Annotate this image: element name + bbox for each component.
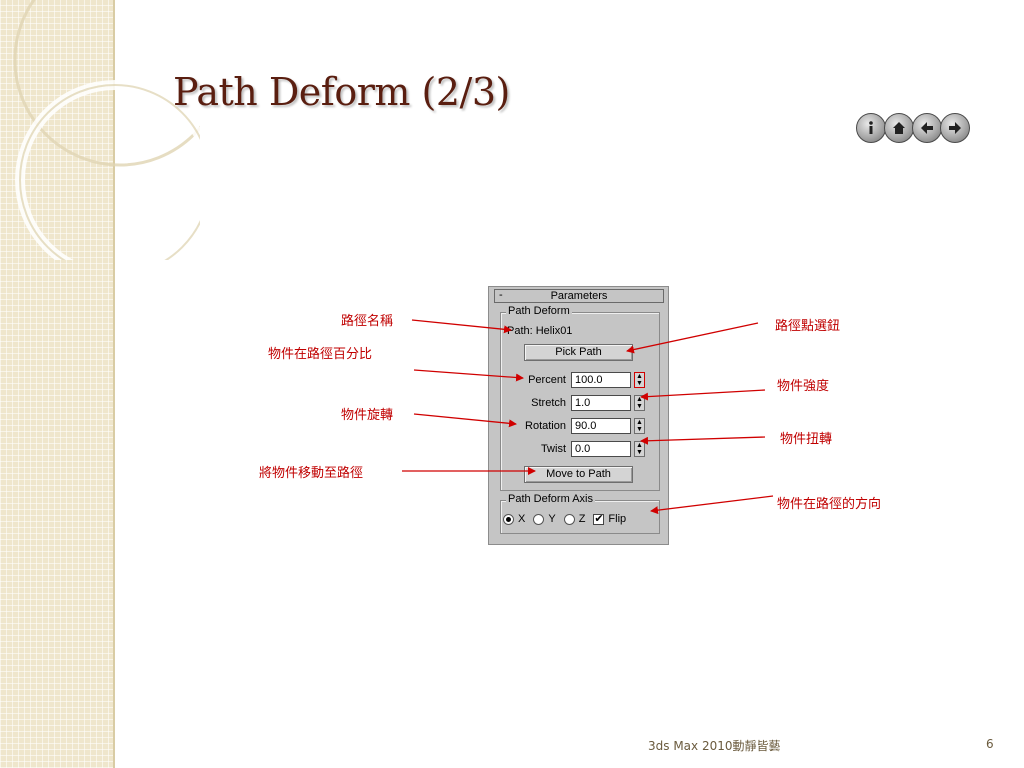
stretch-spinner-row: Stretch 1.0 ▲▼ [489, 395, 670, 413]
arrow-strength [640, 389, 766, 401]
percent-label: Percent [528, 374, 566, 386]
annotation-pick-button: 路徑點選鈕 [775, 319, 841, 334]
arrow-path-name [411, 319, 512, 334]
flip-checkbox[interactable]: ✔ [593, 512, 605, 525]
axis-y-option[interactable]: Y [533, 513, 556, 525]
path-deform-axis-legend: Path Deform Axis [506, 493, 595, 505]
next-button[interactable] [940, 113, 970, 143]
stretch-label: Stretch [531, 397, 566, 409]
slide-footer: 3ds Max 2010動靜皆藝 [648, 739, 781, 753]
slide-nav-buttons [856, 113, 970, 143]
arrow-flip [650, 495, 774, 515]
rotation-spinner-row: Rotation 90.0 ▲▼ [489, 418, 670, 436]
path-deform-group: Path Deform [500, 305, 660, 491]
annotation-path-name: 路徑名稱 [341, 314, 394, 329]
flip-option[interactable]: ✔ Flip [593, 513, 626, 525]
rollout-collapse-icon: - [499, 289, 503, 301]
annotation-move-to-path: 將物件移動至路徑 [259, 466, 364, 481]
annotation-rotation: 物件旋轉 [341, 408, 394, 423]
stretch-input[interactable]: 1.0 [571, 395, 631, 411]
axis-y-radio[interactable] [533, 513, 545, 525]
axis-z-option[interactable]: Z [563, 513, 586, 525]
annotation-twist: 物件扭轉 [780, 432, 833, 447]
twist-input[interactable]: 0.0 [571, 441, 631, 457]
axis-options-row: X Y Z ✔ Flip [503, 513, 634, 525]
previous-button[interactable] [912, 113, 942, 143]
home-button[interactable] [884, 113, 914, 143]
parameters-rollout-header[interactable]: - Parameters [494, 289, 664, 303]
side-decoration-strip [0, 0, 113, 768]
rotation-spinner[interactable]: ▲▼ [634, 418, 645, 434]
arrow-rotation [413, 413, 517, 428]
move-to-path-button[interactable]: Move to Path [524, 466, 633, 483]
home-icon [893, 122, 905, 134]
rotation-input[interactable]: 90.0 [571, 418, 631, 434]
axis-x-radio[interactable] [503, 513, 514, 525]
path-name-label: Path: Helix01 [507, 325, 573, 337]
twist-spinner[interactable]: ▲▼ [634, 441, 645, 457]
annotation-percent-along-path: 物件在路徑百分比 [268, 347, 373, 362]
rotation-label: Rotation [525, 420, 566, 432]
axis-x-option[interactable]: X [503, 513, 525, 525]
twist-spinner-row: Twist 0.0 ▲▼ [489, 441, 670, 459]
twist-label: Twist [540, 443, 566, 455]
stretch-spinner[interactable]: ▲▼ [634, 395, 645, 411]
axis-z-label: Z [578, 513, 586, 525]
axis-y-label: Y [548, 513, 556, 525]
decorative-circles [13, 0, 200, 260]
percent-spinner-row: Percent 100.0 ▲▼ [489, 372, 670, 390]
arrow-left-icon [921, 122, 933, 134]
arrow-twist [640, 436, 766, 445]
percent-input[interactable]: 100.0 [571, 372, 631, 388]
pick-path-button[interactable]: Pick Path [524, 344, 633, 361]
arrow-pick-path [626, 322, 759, 354]
slide-title: Path Deform (2/3) [173, 70, 510, 114]
rollout-title: Parameters [550, 290, 608, 302]
annotation-direction: 物件在路徑的方向 [777, 497, 882, 512]
page-number: 6 [986, 737, 994, 751]
checkmark-icon: ✔ [594, 512, 604, 525]
percent-spinner[interactable]: ▲▼ [634, 372, 645, 388]
flip-label: Flip [608, 513, 627, 525]
axis-x-label: X [518, 513, 526, 525]
arrow-percent [413, 369, 524, 382]
path-deform-axis-group: Path Deform Axis [500, 493, 660, 534]
arrow-right-icon [949, 122, 961, 134]
annotation-strength: 物件強度 [777, 379, 830, 394]
info-icon [869, 121, 873, 134]
path-deform-group-legend: Path Deform [506, 305, 572, 317]
path-deform-parameters-panel: - Parameters Path Deform Path: Helix01 P… [488, 286, 669, 545]
side-decoration-edge [113, 0, 115, 768]
axis-z-radio[interactable] [563, 513, 575, 525]
